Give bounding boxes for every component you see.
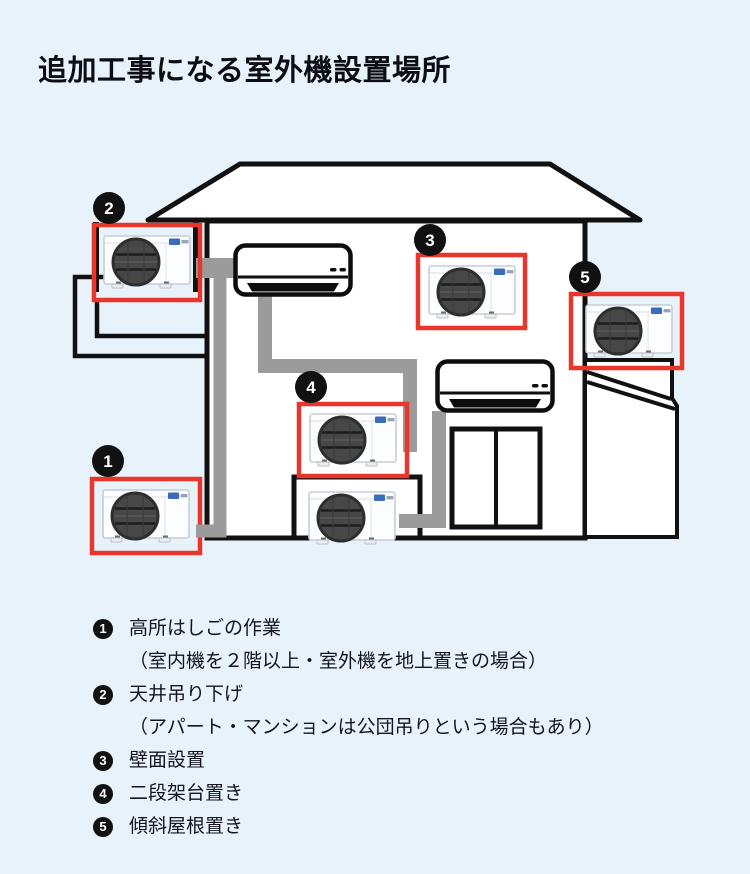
- pipe-indoor-upper-to-unit4: [258, 295, 417, 452]
- annex-roof-slope-2: [586, 380, 676, 411]
- legend-item-1: 1 高所はしごの作業 （室内機を２階以上・室外機を地上置きの場合）: [93, 612, 604, 678]
- annex-roof-slope: [586, 370, 672, 401]
- legend-item-4-label: 二段架台置き: [129, 783, 244, 804]
- marker-4-number: 4: [306, 378, 316, 397]
- marker-5-badge: 5: [569, 261, 601, 293]
- legend-item-3-label: 壁面設置: [129, 750, 206, 771]
- pipe-indoor-upper-to-unit1: [196, 266, 227, 538]
- marker-5-number: 5: [580, 268, 589, 287]
- outdoor-unit-5: [585, 303, 673, 359]
- marker-3-number: 3: [425, 231, 434, 250]
- highlight-box-3: [415, 252, 528, 331]
- outdoor-unit-2: [103, 234, 191, 290]
- legend-item-3: 3 壁面設置: [93, 744, 604, 777]
- legend-item-5: 5 傾斜屋根置き: [93, 810, 604, 843]
- legend-item-5-badge: 5: [93, 816, 113, 837]
- legend-item-1-badge: 1: [93, 618, 113, 639]
- marker-3-badge: 3: [414, 224, 446, 256]
- outdoor-unit-1: [102, 488, 190, 544]
- highlight-box-1: [89, 476, 203, 556]
- indoor-unit-upper: [236, 246, 351, 295]
- hanging-bracket-right: [193, 222, 199, 292]
- roof: [145, 161, 643, 223]
- outdoor-unit-4: [309, 412, 397, 468]
- highlight-box-4: [296, 401, 410, 479]
- highlight-box-2: [91, 222, 203, 303]
- marker-2-badge: 2: [93, 192, 125, 224]
- marker-2-number: 2: [104, 199, 113, 218]
- outdoor-unit-stacked-lower: [308, 490, 396, 546]
- legend-item-2-note: （アパート・マンションは公団吊りという場合もあり）: [129, 717, 604, 738]
- legend-item-2: 2 天井吊り下げ （アパート・マンションは公団吊りという場合もあり）: [93, 678, 604, 744]
- drain-pipe-inner: [94, 300, 206, 339]
- legend-item-3-badge: 3: [93, 750, 113, 771]
- indoor-unit-lower: [438, 362, 553, 411]
- marker-1-number: 1: [103, 452, 112, 471]
- outdoor-unit-3: [428, 264, 516, 320]
- legend-item-4: 4 二段架台置き: [93, 777, 604, 810]
- highlight-box-5: [568, 291, 685, 371]
- page-title: 追加工事になる室外機設置場所: [38, 55, 452, 87]
- legend-item-2-label: 天井吊り下げ: [129, 684, 244, 705]
- legend: 1 高所はしごの作業 （室内機を２階以上・室外機を地上置きの場合） 2 天井吊り…: [93, 612, 604, 843]
- legend-item-4-badge: 4: [93, 783, 113, 804]
- marker-1-badge: 1: [92, 445, 124, 477]
- legend-item-5-label: 傾斜屋根置き: [129, 816, 244, 837]
- marker-4-badge: 4: [295, 371, 327, 403]
- legend-item-1-label: 高所はしごの作業: [129, 618, 282, 639]
- pipe-indoor-lower-to-stacked-unit: [399, 411, 446, 528]
- legend-item-1-note: （室内機を２階以上・室外機を地上置きの場合）: [129, 651, 548, 672]
- legend-item-2-badge: 2: [93, 684, 113, 705]
